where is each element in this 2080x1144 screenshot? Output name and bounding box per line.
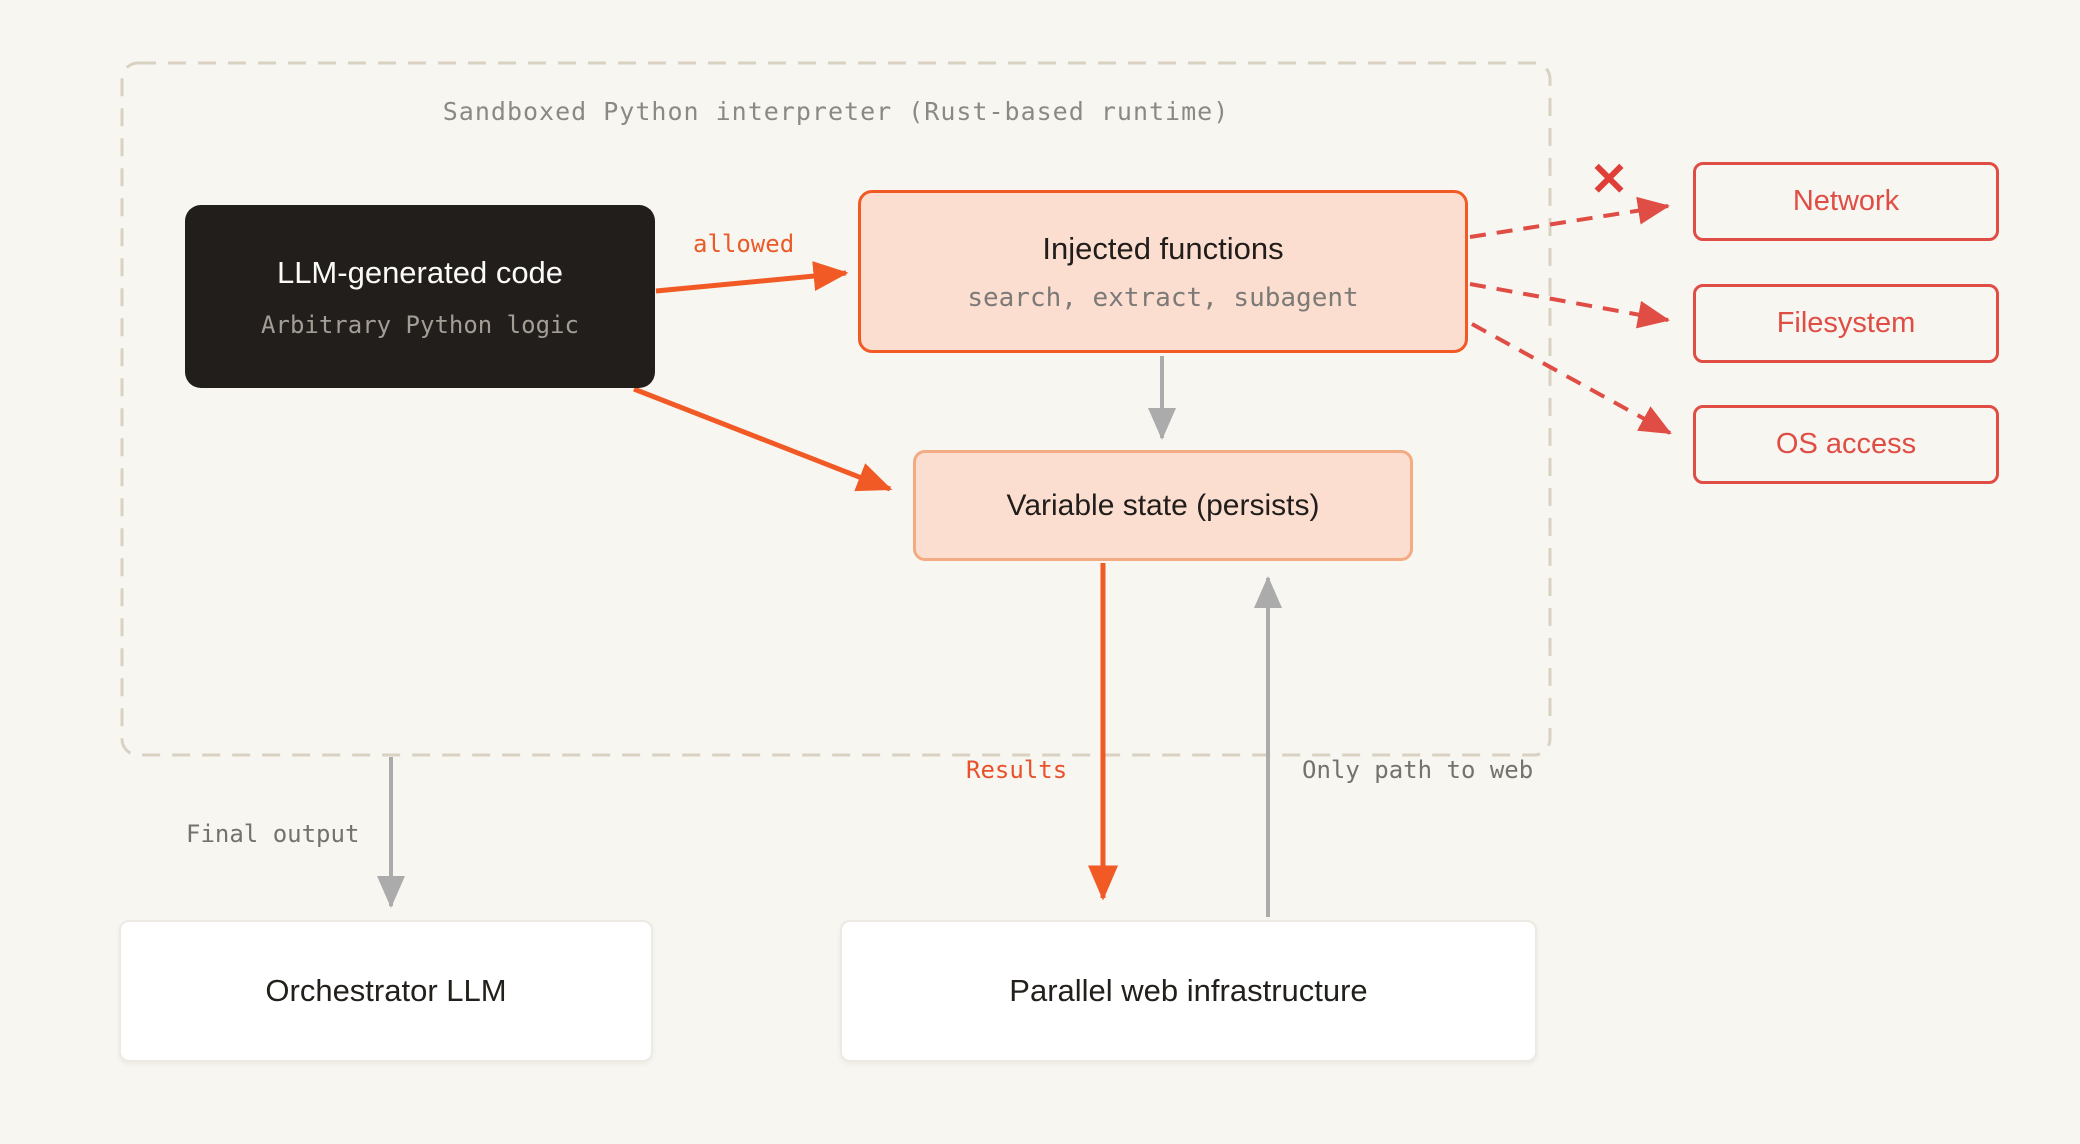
arrow-blocked-filesystem <box>1469 282 1670 329</box>
injected-functions-title: Injected functions <box>1042 230 1284 266</box>
arrow-blocked-os-access <box>1471 322 1672 435</box>
node-variable-state: Variable state (persists) <box>913 450 1413 561</box>
label-final-output: Final output <box>186 820 360 848</box>
arrow-code-to-injected <box>655 261 849 294</box>
node-blocked-filesystem: Filesystem <box>1693 284 1999 363</box>
node-orchestrator-llm: Orchestrator LLM <box>119 920 653 1062</box>
blocked-x-icon: ✕ <box>1589 153 1629 205</box>
node-llm-generated-code: LLM-generated code Arbitrary Python logi… <box>185 205 655 388</box>
arrow-code-to-variable-state <box>633 386 893 492</box>
llm-code-title: LLM-generated code <box>276 254 564 290</box>
node-blocked-os-access: OS access <box>1693 405 1999 484</box>
node-injected-functions: Injected functions search, extract, suba… <box>858 190 1468 353</box>
sandbox-title: Sandboxed Python interpreter (Rust-based… <box>442 97 1230 126</box>
label-allowed: allowed <box>693 230 795 258</box>
node-parallel-web-infrastructure: Parallel web infrastructure <box>840 920 1537 1062</box>
label-results: Results <box>966 756 1068 784</box>
arrow-blocked-network <box>1469 196 1670 239</box>
llm-code-subtitle: Arbitrary Python logic <box>261 310 579 339</box>
label-only-path-to-web: Only path to web <box>1302 756 1534 784</box>
node-blocked-network: Network <box>1693 162 1999 241</box>
injected-functions-subtitle: search, extract, subagent <box>967 282 1359 313</box>
sandbox-dashed-border <box>120 61 1552 757</box>
